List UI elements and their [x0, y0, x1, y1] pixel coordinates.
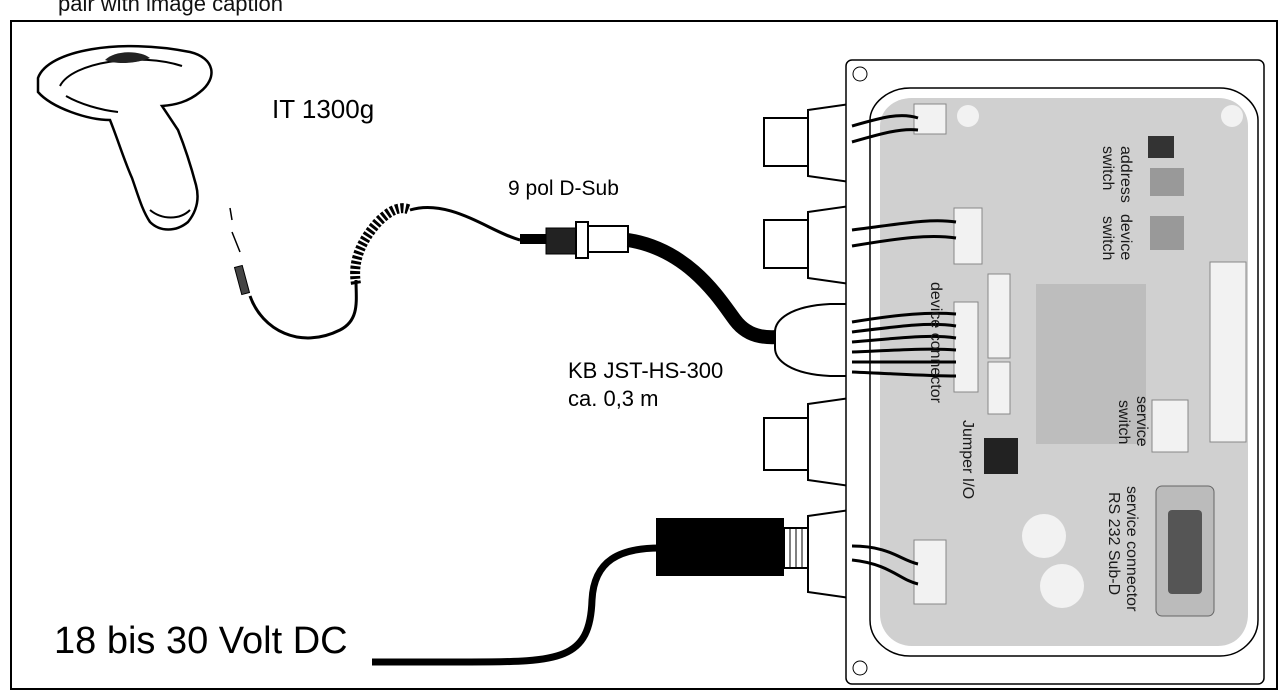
pcb-board-icon	[845, 59, 1265, 685]
power-supply-label: 18 bis 30 Volt DC	[54, 620, 348, 662]
cable-glands	[763, 102, 851, 600]
device-connector-label: device connector	[927, 282, 944, 403]
device-switch-label-1: device	[1117, 214, 1134, 261]
cable-length-label: ca. 0,3 m	[568, 386, 659, 411]
address-switch-label-2: switch	[1099, 146, 1116, 191]
diagram-frame	[10, 20, 1278, 690]
scanner-model-label: IT 1300g	[272, 94, 375, 124]
interface-cable	[626, 233, 791, 345]
dsub-connector-icon	[520, 221, 629, 259]
connector-label: 9 pol D-Sub	[508, 177, 619, 200]
barcode-scanner-icon	[36, 44, 213, 231]
board-wires	[851, 114, 957, 586]
address-switch-label-1: address	[1117, 146, 1134, 203]
cable-name-label: KB JST-HS-300	[568, 358, 724, 383]
device-switch-label-2: switch	[1099, 216, 1116, 261]
service-connector-label-2: RS 232 Sub-D	[1105, 492, 1122, 596]
top-caption-fragment: pair with image caption	[58, 0, 284, 16]
service-switch-label-1: service	[1133, 396, 1150, 447]
service-switch-label-2: switch	[1115, 400, 1132, 445]
power-plug-icon	[372, 518, 811, 666]
scanner-plug-icon	[229, 207, 251, 296]
coiled-cable-icon	[248, 203, 521, 340]
service-connector-label-1: service connector	[1123, 486, 1140, 612]
jumper-label: Jumper I/O	[959, 420, 976, 500]
